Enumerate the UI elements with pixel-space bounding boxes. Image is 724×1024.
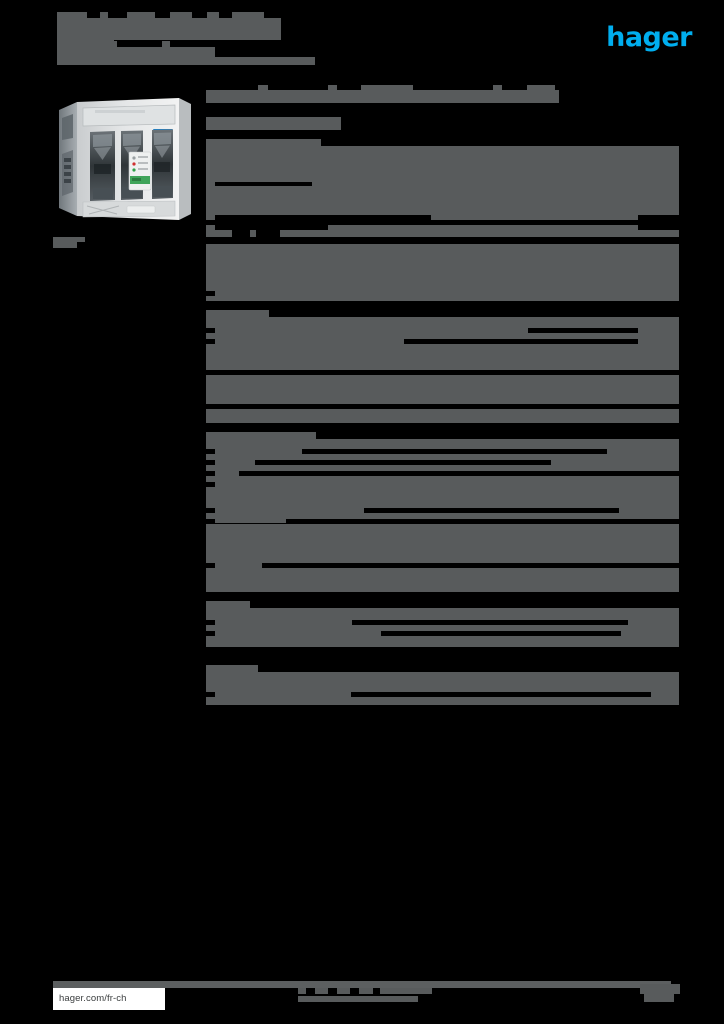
datasheet-content: [redacted] [redacted] [redacted] [206,85,684,714]
table-row [206,375,679,404]
table-row [206,146,679,182]
doc-subtitle: [redacted] [206,117,684,130]
header-subtitle: [redacted] [57,41,372,65]
product-image-caption: [redacted] [53,237,85,250]
footer-divider [53,981,671,988]
caption-text: [redacted] [53,237,85,242]
spec-section: [redacted] [206,601,684,656]
doc-title: [redacted] [206,85,684,105]
product-photo-svg [59,98,191,227]
section-heading: [redacted] [206,139,321,146]
product-image [53,88,201,233]
section-heading: [redacted] [206,601,250,608]
table-row [206,244,679,301]
table-row [206,672,679,705]
spec-section: [redacted] [206,310,684,423]
header-subtitle-text: [redacted] [57,47,215,57]
header-title-text: [redacted] [57,12,87,18]
table-row [206,409,679,423]
spec-section: [redacted] [206,665,684,705]
table-row [206,608,679,647]
footer-center-note: [redacted] [298,988,432,1003]
table-row [206,439,679,495]
section-heading: [redacted] [206,310,269,317]
section-heading: [redacted] [206,432,316,439]
footer-page-number: [redacted] [640,984,684,1004]
doc-title-text: [redacted] [206,90,559,103]
table-row [206,230,679,237]
section-heading: [redacted] [206,665,258,672]
doc-subtitle-text: [redacted] [206,117,341,130]
spec-section: [redacted] [206,432,684,592]
spec-section: [redacted] [206,139,684,301]
hager-logo: hager [606,22,692,53]
table-row [206,524,679,568]
page-number-text: [redacted] [640,984,680,994]
footer-center-text: [redacted] [298,988,432,994]
table-row [206,186,679,215]
table-row [206,568,679,592]
footer-url-link[interactable]: hager.com/fr-ch [53,988,165,1010]
